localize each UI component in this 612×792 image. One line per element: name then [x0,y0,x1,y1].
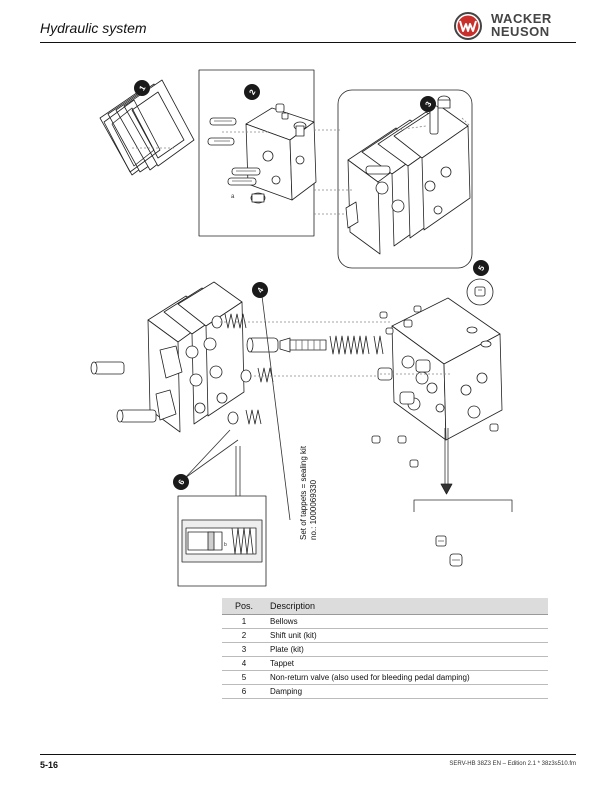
left-plate-assembly-drawing [90,281,245,433]
row-description: Bellows [266,614,548,629]
callout-6: 6 [173,474,189,490]
table-row: 3 Plate (kit) [222,642,548,657]
row-description: Plate (kit) [266,642,548,657]
row-description: Damping [266,684,548,699]
plate-kit-drawing [345,95,471,255]
footer-divider [40,754,576,755]
non-return-valve-drawing [474,286,486,297]
table-row: 4 Tappet [222,656,548,671]
wacker-neuson-logo-icon [454,12,482,40]
tappet-leader-line [261,295,291,521]
column-header-pos: Pos. [222,598,266,615]
shift-unit-drawing [207,103,317,204]
damping-leader-line-2 [184,439,239,479]
callout-1: 1 [134,80,150,96]
row-description: Shift unit (kit) [266,628,548,643]
damping-leader-line-1 [184,429,231,479]
row-pos: 6 [222,684,266,699]
bellows-drawing [99,79,195,176]
row-description: Non-return valve (also used for bleeding… [266,670,548,685]
annotation-line-2: no.: 1000069330 [309,479,318,540]
callout-5-label: 5 [476,264,486,273]
brand-wordmark: WACKER NEUSON [491,12,552,38]
row-pos: 5 [222,670,266,685]
callout-1-label: 1 [137,84,147,93]
parts-table: Pos. Description 1 Bellows 2 Shift unit … [222,598,548,699]
detail-label-a: a [231,194,235,200]
header-divider [40,42,576,43]
damping-arrow [440,428,453,495]
row-description: Tappet [266,656,548,671]
callout-3: 3 [420,96,436,112]
row-pos: 2 [222,628,266,643]
damping-section-drawing [181,519,263,563]
annotation-line-1: Set of tappets = sealing kit [299,445,308,540]
callout-4-label: 4 [255,286,265,295]
tappet-kit-annotation: Set of tappets = sealing kit no.: 100006… [299,445,318,540]
page-number: 5-16 [40,760,59,770]
table-row: 6 Damping [222,684,548,699]
row-pos: 1 [222,614,266,629]
detail-label-b: b [224,542,227,548]
exploded-view-drawing: a b Set of tappets = sealing kit no.: 10… [90,69,513,587]
brand-line-1: WACKER [491,11,552,26]
table-header-row: Pos. Description [222,598,548,615]
column-header-description: Description [266,598,548,615]
row-pos: 3 [222,642,266,657]
table-row: 1 Bellows [222,614,548,629]
page-title: Hydraulic system [40,20,147,36]
damping-bracket [413,499,513,512]
valve-block-drawing [371,297,503,468]
callout-2-label: 2 [247,88,257,97]
table-row: 5 Non-return valve (also used for bleedi… [222,670,548,685]
brand-line-2: NEUSON [491,24,550,39]
callout-3-label: 3 [423,100,433,109]
document-reference: SERV-HB 38Z3 EN – Edition 2.1 * 38z3s510… [449,761,576,767]
callout-6-label: 6 [176,478,186,487]
callout-2: 2 [244,84,260,100]
springs-and-orings-drawing [211,313,390,425]
row-pos: 4 [222,656,266,671]
brand-logo: WACKER NEUSON [453,11,575,41]
callout-5: 5 [473,260,489,276]
callout-4: 4 [252,282,268,298]
table-row: 2 Shift unit (kit) [222,628,548,643]
damping-parts-drawing [435,535,463,567]
